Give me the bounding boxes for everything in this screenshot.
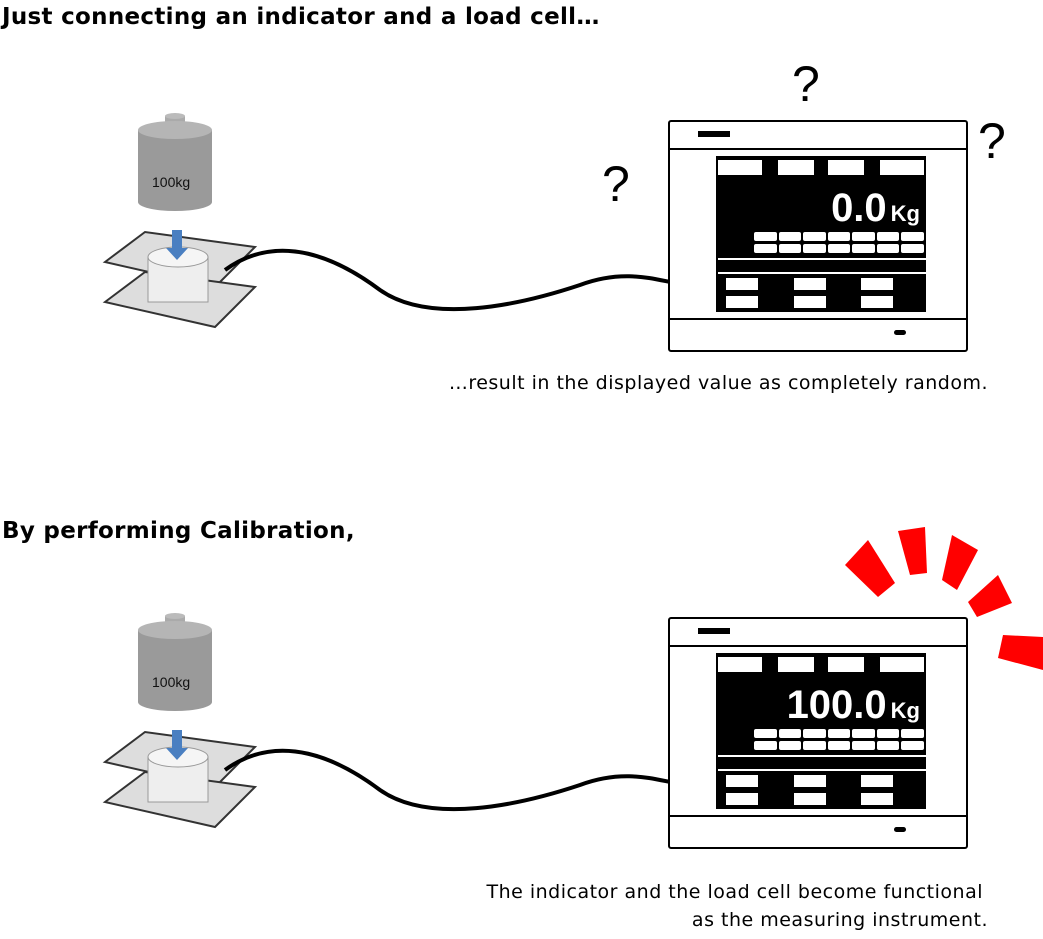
success-burst-icon xyxy=(845,527,1043,670)
section2-caption-line2: as the measuring instrument. xyxy=(691,909,988,931)
cable xyxy=(223,748,671,812)
loadcell-illustration xyxy=(102,113,258,329)
status-led xyxy=(894,330,906,335)
section1-heading: Just connecting an indicator and a load … xyxy=(2,4,600,30)
section2-caption-line1: The indicator and the load cell become f… xyxy=(486,881,983,903)
status-led xyxy=(894,827,906,832)
weight-and-loadcell-2: 100kg xyxy=(100,612,300,842)
brand-logo xyxy=(698,131,730,137)
weight-label: 100kg xyxy=(152,174,191,190)
question-mark: ? xyxy=(792,56,820,112)
weight-and-loadcell-1: 100kg xyxy=(100,112,300,342)
section2-heading: By performing Calibration, xyxy=(2,518,355,544)
section1-caption: …result in the displayed value as comple… xyxy=(448,372,988,394)
weight-label: 100kg xyxy=(152,674,191,690)
loadcell-illustration xyxy=(102,613,258,829)
brand-logo xyxy=(698,628,730,634)
cable xyxy=(223,248,671,312)
question-mark: ? xyxy=(978,113,1006,169)
question-mark: ? xyxy=(602,156,630,212)
